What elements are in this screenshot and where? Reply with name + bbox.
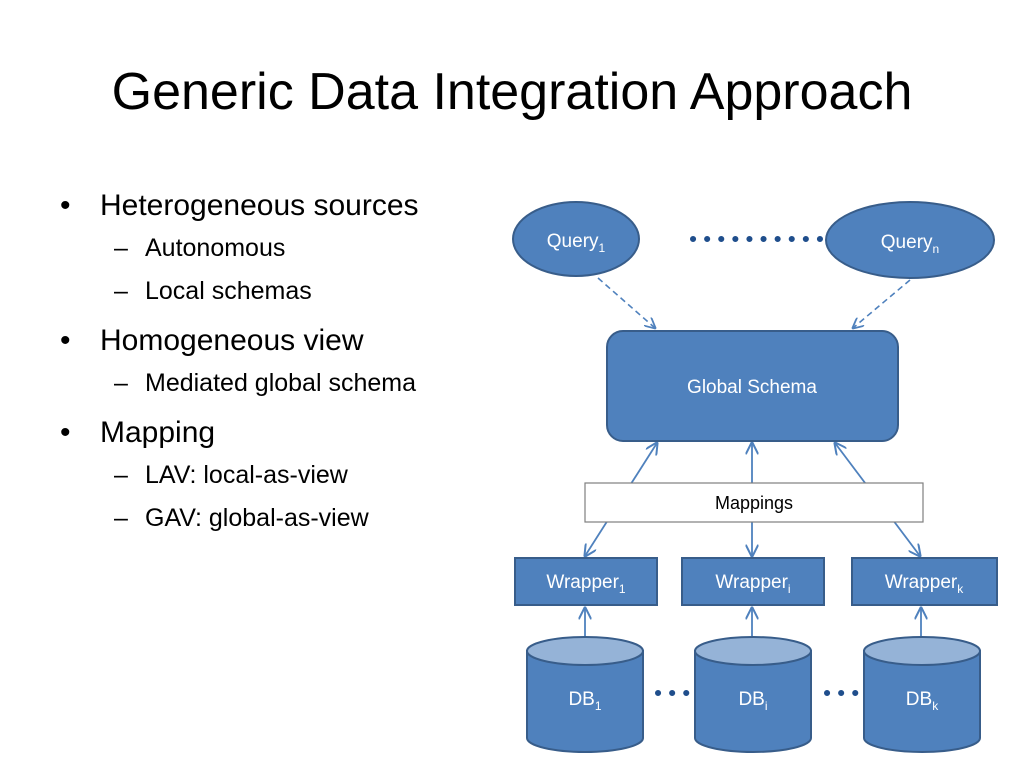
bullet-text: Homogeneous view <box>100 324 364 357</box>
bullet-text: Mapping <box>100 416 216 449</box>
sub-bullet-item: –GAV: global-as-view <box>60 503 490 533</box>
slide-title: Generic Data Integration Approach <box>111 63 913 121</box>
sub-bullet-text: Mediated global schema <box>145 369 416 397</box>
dash-marker: – <box>114 369 128 397</box>
wrapper-i-label: Wrapperi <box>715 572 790 596</box>
wrapper-1-label: Wrapper1 <box>546 572 626 596</box>
dash-marker: – <box>114 234 128 262</box>
bullet-list: Heterogeneous sources –Autonomous –Local… <box>60 188 490 550</box>
query-arrow <box>853 279 911 328</box>
bullet-item: Mapping <box>60 415 490 451</box>
sub-bullet-item: –Mediated global schema <box>60 368 490 398</box>
bullet-text: Heterogeneous sources <box>100 189 419 222</box>
global-schema-label: Global Schema <box>687 377 817 398</box>
db-i-label: DBi <box>738 689 767 713</box>
mappings-label: Mappings <box>715 493 793 513</box>
dash-marker: – <box>114 504 128 532</box>
dash-marker: – <box>114 277 128 305</box>
bullet-item: Heterogeneous sources <box>60 188 490 224</box>
wrapper-1-node: Wrapper1 <box>514 557 658 606</box>
sub-bullet-text: Autonomous <box>145 234 286 262</box>
sub-bullet-text: GAV: global-as-view <box>145 504 369 532</box>
sub-bullet-text: Local schemas <box>145 277 312 305</box>
global-schema-node: Global Schema <box>606 330 899 442</box>
bullet-item: Homogeneous view <box>60 323 490 359</box>
query-n-label: Queryn <box>881 232 939 256</box>
sub-bullet-text: LAV: local-as-view <box>145 461 348 489</box>
query-1-label: Query1 <box>547 231 606 255</box>
dash-marker: – <box>114 461 128 489</box>
query-1-node: Query1 <box>512 201 640 277</box>
query-n-node: Queryn <box>825 201 995 279</box>
db-k-label: DBk <box>906 689 939 713</box>
db-1-label: DB1 <box>568 689 601 713</box>
sub-bullet-item: –LAV: local-as-view <box>60 460 490 490</box>
wrapper-k-node: Wrapperk <box>851 557 998 606</box>
wrapper-k-label: Wrapperk <box>885 572 965 596</box>
db-k-cylinder: DBk <box>863 636 981 753</box>
wrapper-i-node: Wrapperi <box>681 557 825 606</box>
db-i-cylinder: DBi <box>694 636 812 753</box>
query-arrow <box>597 277 655 328</box>
sub-bullet-item: –Local schemas <box>60 276 490 306</box>
mappings-node: Mappings <box>584 482 924 523</box>
db-1-cylinder: DB1 <box>526 636 644 753</box>
sub-bullet-item: –Autonomous <box>60 233 490 263</box>
